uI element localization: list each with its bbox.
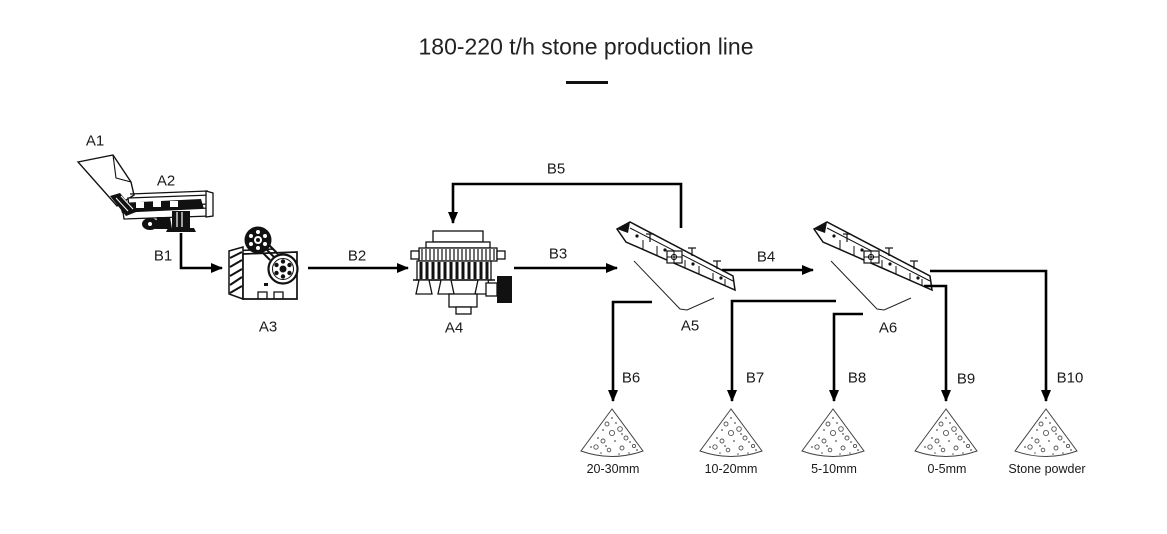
flow-label-b7: B7 <box>745 369 765 387</box>
jaw-crusher-a3-graphic <box>228 226 299 301</box>
machine-label-a2: A2 <box>156 172 176 190</box>
flow-label-b5: B5 <box>546 160 566 178</box>
flow-label-b8: B8 <box>847 369 867 387</box>
page-title: 180-220 t/h stone production line <box>418 33 754 60</box>
flow-b10 <box>930 269 1051 402</box>
vibrating-feeder-a2-graphic <box>110 190 214 232</box>
machine-label-a3: A3 <box>258 318 278 336</box>
flow-label-b1: B1 <box>153 247 173 265</box>
machine-label-a6: A6 <box>878 319 898 337</box>
stockpile-5-10mm <box>801 408 865 457</box>
machine-label-a5: A5 <box>680 317 700 335</box>
stockpile-stone-powder <box>1014 408 1078 457</box>
product-label-5-10mm: 5-10mm <box>811 461 857 476</box>
product-label-10-20mm: 10-20mm <box>704 461 758 476</box>
product-label-20-30mm: 20-30mm <box>586 461 640 476</box>
vibrating-screen-a6-graphic <box>813 221 933 311</box>
flow-b5-recycle <box>448 182 683 228</box>
product-label-stone-powder: Stone powder <box>1008 461 1086 476</box>
machine-label-a1: A1 <box>85 132 105 150</box>
cone-crusher-a4-graphic <box>410 230 512 315</box>
stockpile-20-30mm <box>580 408 644 457</box>
machine-label-a4: A4 <box>444 319 464 337</box>
flow-label-b3: B3 <box>548 245 568 263</box>
stockpile-10-20mm <box>699 408 763 457</box>
product-label-0-5mm: 0-5mm <box>927 461 967 476</box>
flow-label-b2: B2 <box>347 247 367 265</box>
flow-b7 <box>727 299 836 402</box>
flow-b6 <box>608 300 652 402</box>
flow-label-b10: B10 <box>1056 369 1084 387</box>
flow-label-b9: B9 <box>956 370 976 388</box>
flow-b8 <box>829 312 863 402</box>
vibrating-screen-a5-graphic <box>616 221 736 311</box>
flow-label-b6: B6 <box>621 369 641 387</box>
flow-b1 <box>179 233 223 273</box>
hopper-a1-graphic <box>76 154 135 207</box>
title-underline <box>566 81 608 84</box>
stockpile-0-5mm <box>914 408 978 457</box>
flow-label-b4: B4 <box>756 248 776 266</box>
flow-b9 <box>924 284 951 402</box>
